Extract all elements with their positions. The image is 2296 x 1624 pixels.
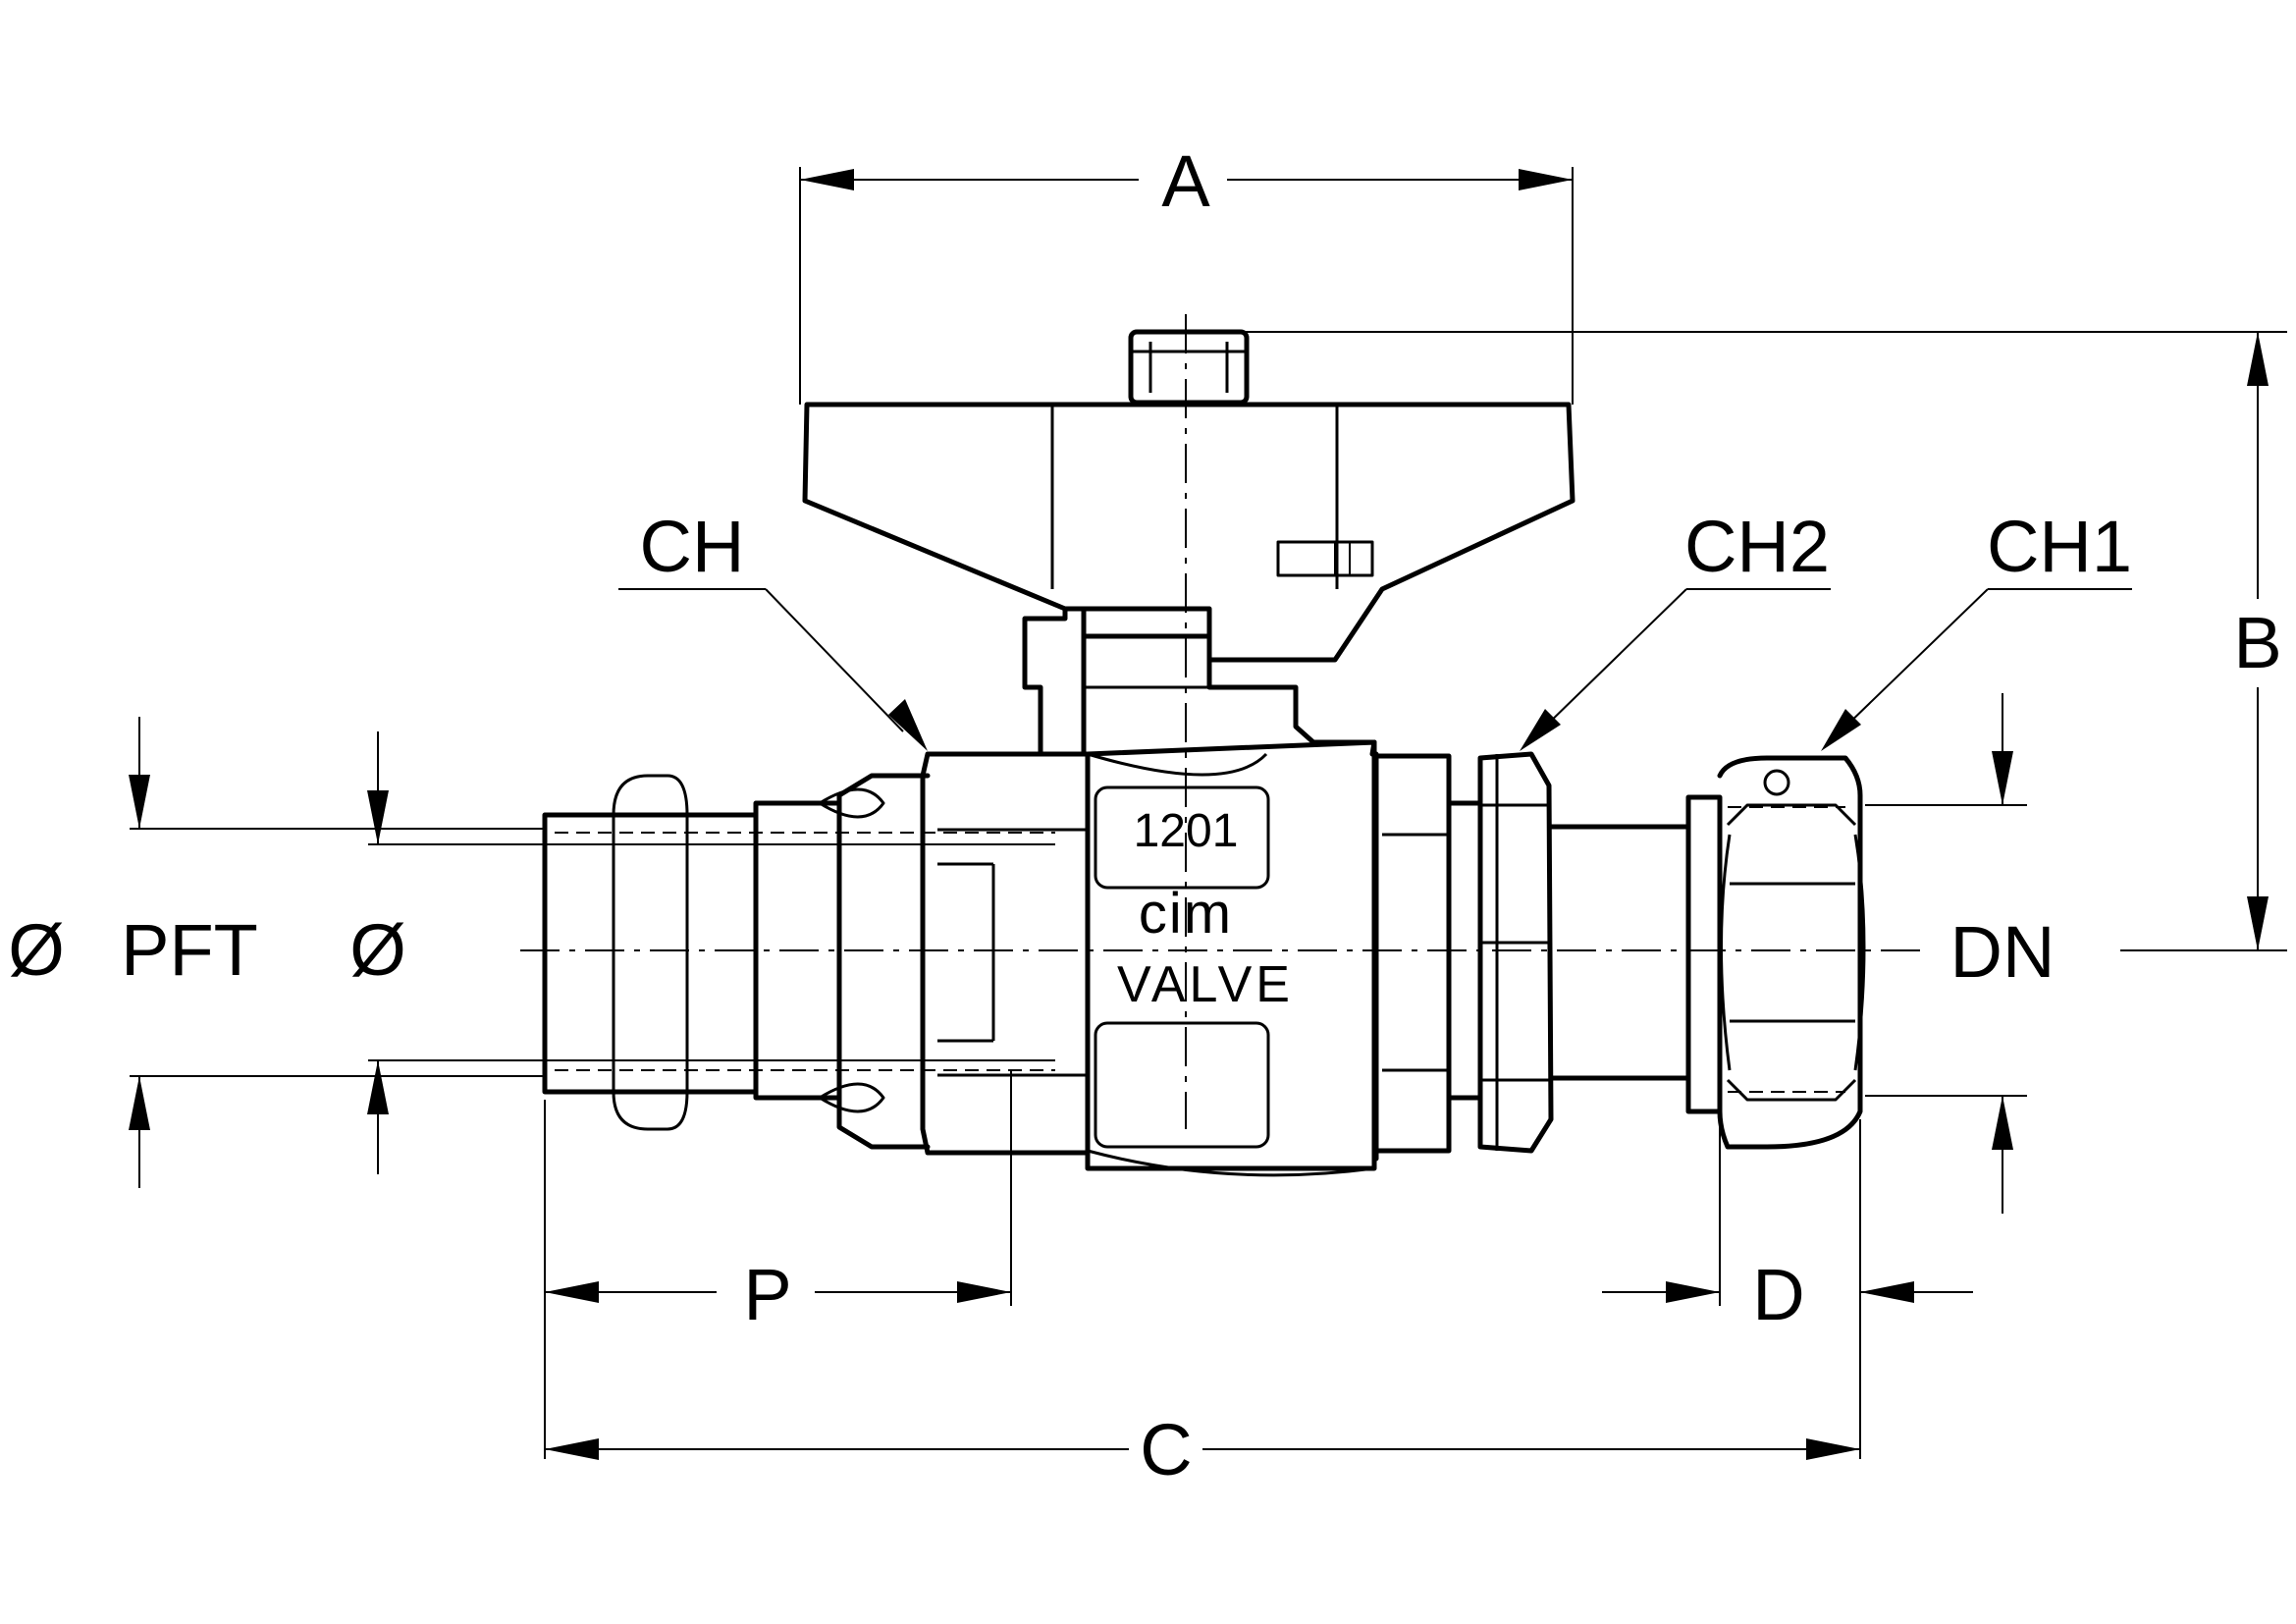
label-phi-outer: Ø — [8, 909, 65, 991]
label-b: B — [2233, 602, 2281, 683]
dimension-b — [1217, 331, 2287, 951]
dimension-p — [544, 1070, 1012, 1459]
dimension-a — [799, 167, 1574, 405]
label-a: A — [1161, 140, 1210, 222]
dimension-d — [1602, 1119, 1973, 1459]
body-valve-marking: VALVE — [1117, 956, 1294, 1013]
label-ch: CH — [640, 506, 745, 587]
leader-ch1 — [1821, 588, 2132, 751]
leader-ch — [618, 588, 928, 751]
butterfly-handle — [802, 329, 1575, 757]
body-brand-marking: cim — [1139, 882, 1233, 946]
label-p: P — [743, 1254, 791, 1335]
dimension-dn — [1865, 693, 2027, 1214]
valve-body — [920, 739, 1452, 1177]
label-ch1: CH1 — [1987, 506, 2132, 587]
label-c: C — [1140, 1409, 1192, 1490]
dimension-phi-outer — [129, 717, 545, 1188]
body-code-marking: 1201 — [1134, 805, 1239, 857]
label-ch2: CH2 — [1684, 506, 1830, 587]
leader-ch2 — [1520, 588, 1831, 751]
union-right — [1446, 751, 1866, 1154]
press-fitting-left — [542, 773, 1055, 1150]
label-phi-inner: Ø — [349, 909, 406, 991]
label-pft: PFT — [121, 909, 258, 991]
dimension-c — [545, 1438, 1860, 1460]
label-dn: DN — [1950, 911, 2056, 993]
dimension-phi-inner — [367, 731, 1055, 1174]
label-d: D — [1752, 1254, 1804, 1335]
